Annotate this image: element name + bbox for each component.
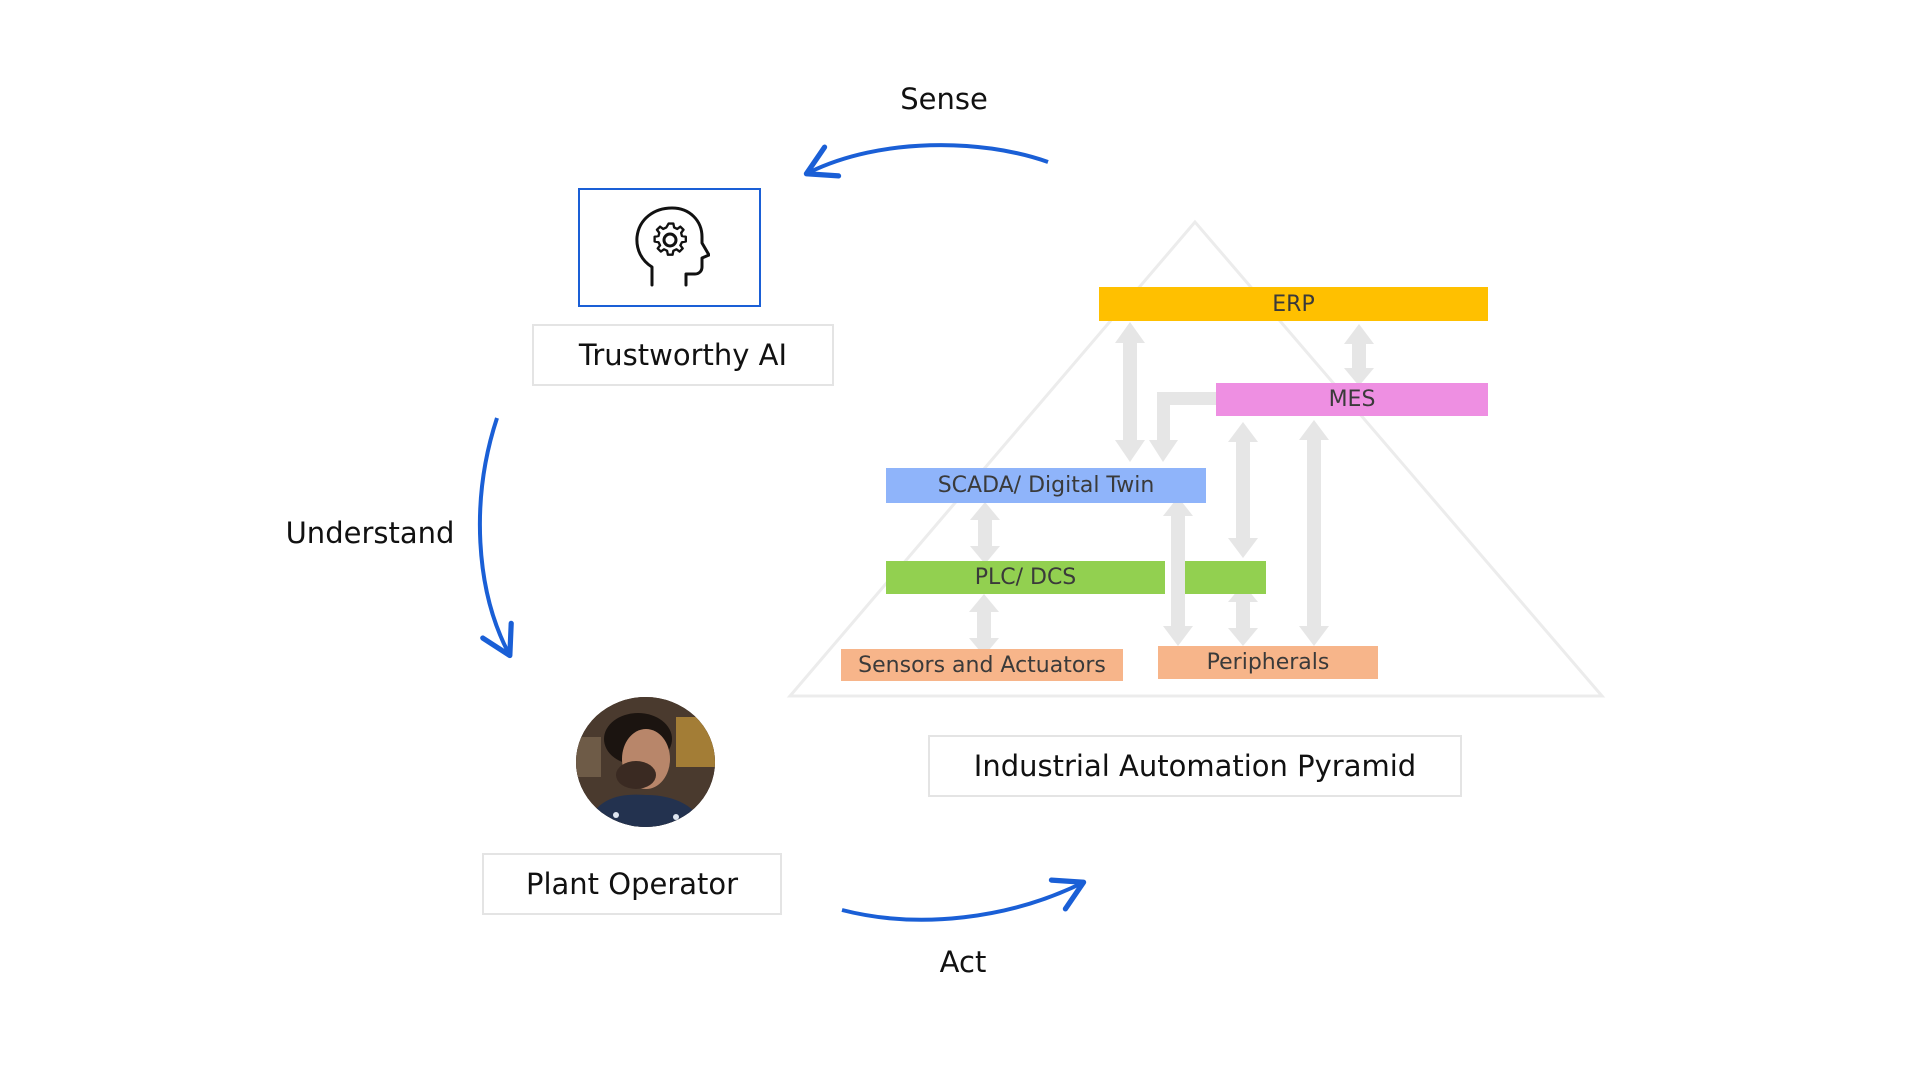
peripherals-layer: Peripherals	[1158, 646, 1378, 679]
plant-operator-caption: Plant Operator	[482, 853, 782, 915]
erp-layer: ERP	[1099, 287, 1488, 321]
pyramid-caption: Industrial Automation Pyramid	[928, 735, 1462, 797]
sensors-layer: Sensors and Actuators	[841, 649, 1123, 681]
plc-layer-extension	[1185, 561, 1266, 594]
act-label: Act	[939, 945, 987, 979]
head-gear-icon	[634, 206, 710, 286]
pyramid-outline	[786, 219, 1606, 698]
sense-label: Sense	[900, 82, 988, 116]
mes-layer: MES	[1216, 383, 1488, 416]
scada-layer: SCADA/ Digital Twin	[886, 468, 1206, 503]
operator-avatar	[576, 697, 715, 827]
layer-connectors	[969, 322, 1374, 656]
plc-layer: PLC/ DCS	[886, 561, 1165, 594]
trustworthy-ai-caption: Trustworthy AI	[532, 324, 834, 386]
understand-arrow	[477, 417, 514, 659]
act-arrow	[841, 877, 1087, 922]
trustworthy-ai-icon-box	[578, 188, 761, 307]
understand-label: Understand	[285, 516, 455, 550]
sense-arrow	[803, 143, 1049, 179]
